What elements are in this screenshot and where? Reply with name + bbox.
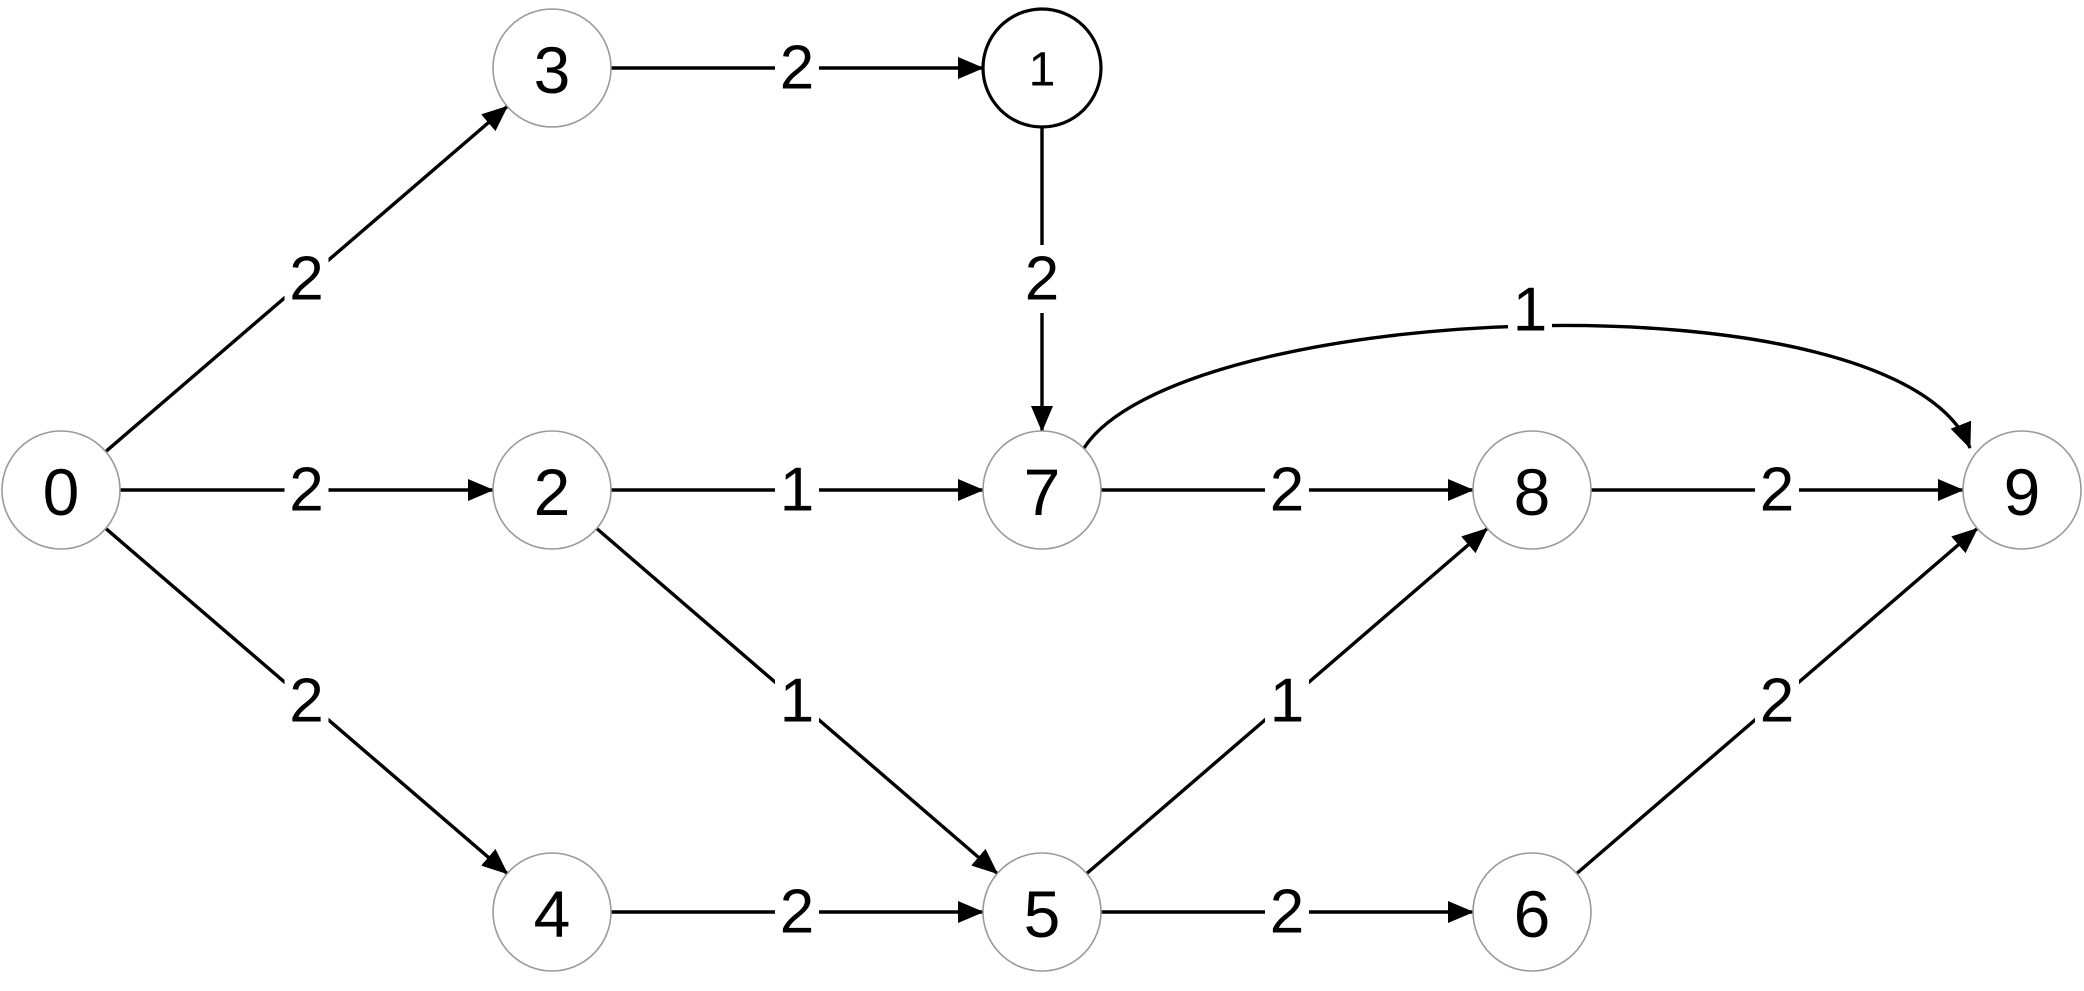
edges-layer: 2 2 2 2 2 1 1 1 2 2 2 1 2 2: [104, 34, 1979, 947]
edge-label-background: [775, 878, 819, 946]
node-3: 3: [492, 8, 612, 128]
node-label: 9: [2004, 455, 2041, 529]
edge-weight-label: 2: [1270, 878, 1304, 947]
node-label: 4: [534, 877, 571, 951]
node-label: 5: [1024, 877, 1061, 951]
edge-6-9: 2: [1575, 527, 1979, 875]
node-label: 6: [1514, 877, 1551, 951]
edge-weight-label: 2: [289, 667, 323, 736]
node-4: 4: [492, 852, 612, 972]
edge-label-background: [1755, 456, 1799, 524]
node-1: 1: [981, 7, 1103, 129]
node-9: 9: [1962, 430, 2082, 550]
node-7: 7: [982, 430, 1102, 550]
node-circle: [981, 7, 1103, 129]
edge-1-7: 2: [1020, 127, 1064, 432]
edge-0-4: 2: [104, 527, 509, 875]
node-label: 7: [1024, 455, 1061, 529]
edge-label-background: [1265, 878, 1309, 946]
edge-2-7: 1: [611, 456, 984, 525]
edge-0-3: 2: [104, 105, 509, 453]
edge-weight-label: 2: [289, 245, 323, 314]
edge-label-background: [1265, 667, 1309, 735]
node-circle: [492, 852, 612, 972]
node-circle: [1962, 430, 2082, 550]
edge-label-background: [1265, 456, 1309, 524]
node-circle: [982, 430, 1102, 550]
node-circle: [982, 852, 1102, 972]
edge-weight-label: 2: [1760, 667, 1794, 736]
edge-weight-label: 1: [1513, 276, 1547, 345]
node-circle: [492, 8, 612, 128]
node-label: 0: [43, 455, 80, 529]
edge-5-6: 2: [1101, 878, 1474, 947]
edge-label-background: [284, 667, 329, 735]
edge-weight-label: 2: [1270, 456, 1304, 525]
node-label: 2: [534, 455, 571, 529]
edge-4-5: 2: [611, 878, 984, 947]
edge-label-background: [284, 456, 329, 524]
edge-label-background: [775, 456, 819, 524]
edge-label-background: [775, 667, 819, 735]
node-2: 2: [492, 430, 612, 550]
edge-0-2: 2: [120, 456, 494, 525]
edge-weight-label: 1: [1270, 667, 1304, 736]
edge-label-background: [1020, 245, 1064, 313]
node-5: 5: [982, 852, 1102, 972]
node-0: 0: [1, 430, 121, 550]
edge-label-background: [284, 245, 329, 313]
edge-5-8: 1: [1085, 527, 1489, 875]
edge-label-background: [775, 34, 819, 102]
edge-weight-label: 2: [1025, 245, 1059, 314]
node-circle: [1472, 852, 1592, 972]
node-6: 6: [1472, 852, 1592, 972]
node-label: 3: [534, 33, 571, 107]
edge-8-9: 2: [1591, 456, 1964, 525]
edge-label-background: [1755, 667, 1799, 735]
nodes-layer: 0 3 1 2 7 8 9 4 5 6: [1, 7, 2082, 972]
edge-weight-label: 1: [780, 667, 814, 736]
edge-weight-label: 2: [289, 456, 323, 525]
edge-7-9: 1: [1082, 276, 1972, 449]
edge-weight-label: 2: [780, 34, 814, 103]
edge-weight-label: 2: [1760, 456, 1794, 525]
node-circle: [1, 430, 121, 550]
edge-label-background: [1508, 276, 1552, 344]
node-circle: [1472, 430, 1592, 550]
node-circle: [492, 430, 612, 550]
node-label: 8: [1514, 455, 1551, 529]
edge-weight-label: 1: [780, 456, 814, 525]
node-8: 8: [1472, 430, 1592, 550]
edge-7-8: 2: [1101, 456, 1474, 525]
edge-3-1: 2: [611, 34, 984, 103]
node-label: 1: [1029, 44, 1056, 97]
edge-2-5: 1: [595, 527, 999, 875]
edge-weight-label: 2: [780, 878, 814, 947]
